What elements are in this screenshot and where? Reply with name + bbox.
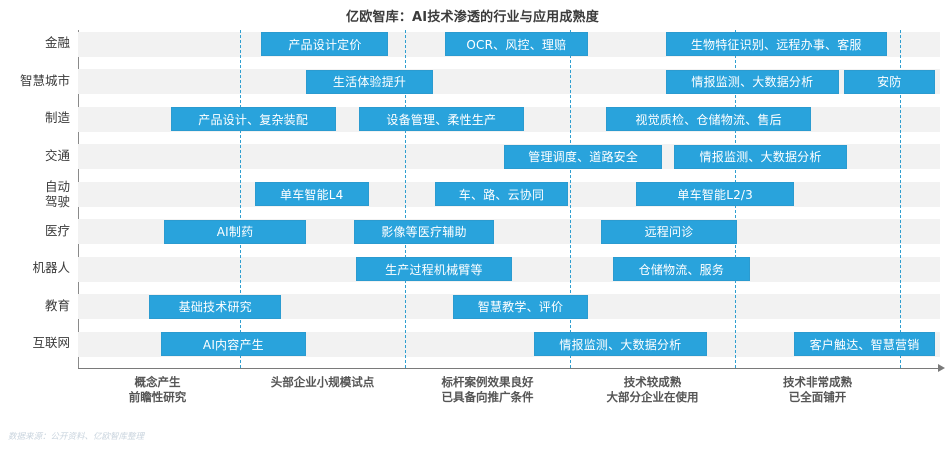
maturity-bar[interactable]: 影像等医疗辅助 <box>353 219 495 244</box>
row-label-line: 互联网 <box>32 335 70 351</box>
maturity-bar[interactable]: 车、路、云协同 <box>434 182 569 207</box>
x-axis-line <box>78 368 940 369</box>
row-label-1: 金融 <box>0 36 70 50</box>
maturity-bar[interactable]: 管理调度、道路安全 <box>504 144 663 169</box>
source-note: 数据来源：公开资料、亿欧智库整理 <box>8 432 145 442</box>
x-axis-label-line: 标杆案例效果良好 <box>441 375 534 389</box>
maturity-bar[interactable]: 远程问诊 <box>601 219 737 244</box>
gridline-stage-3 <box>570 30 571 368</box>
x-axis-stage-label-3: 标杆案例效果良好已具备向推广条件 <box>442 375 534 405</box>
row-label-line: 医疗 <box>44 222 70 238</box>
row-label-8: 教育 <box>0 297 70 313</box>
x-axis-stage-label-2: 头部企业小规模试点 <box>271 375 375 390</box>
x-axis-label-line: 技术非常成熟 <box>783 375 852 389</box>
row-label-line: 智慧城市 <box>19 72 70 88</box>
maturity-bar[interactable]: 视觉质检、仓储物流、售后 <box>606 107 811 132</box>
maturity-bar[interactable]: 基础技术研究 <box>149 294 282 319</box>
maturity-bar[interactable]: 单车智能L4 <box>254 182 369 207</box>
x-axis-label-line: 概念产生 <box>134 375 181 389</box>
row-label-3: 制造 <box>0 111 70 125</box>
maturity-bar[interactable]: 情报监测、大数据分析 <box>533 332 707 357</box>
row-label-9: 互联网 <box>0 336 70 350</box>
maturity-bar[interactable]: 产品设计、复杂装配 <box>170 107 336 132</box>
x-axis-stage-label-1: 概念产生前瞻性研究 <box>129 375 187 405</box>
maturity-bar[interactable]: 生活体验提升 <box>306 69 434 94</box>
maturity-bar[interactable]: AI内容产生 <box>160 332 306 357</box>
x-axis-label-line: 技术较成熟 <box>623 375 682 389</box>
maturity-bar[interactable]: 单车智能L2/3 <box>636 182 795 207</box>
row-label-line: 自动 <box>44 179 70 195</box>
row-label-5: 自动驾驶 <box>0 179 70 209</box>
x-axis-stage-label-4: 技术较成熟大部分企业在使用 <box>607 375 699 405</box>
x-axis-label-line: 已全面铺开 <box>788 390 847 404</box>
gridline-stage-2 <box>405 30 406 368</box>
x-axis-stage-label-5: 技术非常成熟已全面铺开 <box>783 375 852 405</box>
row-label-4: 交通 <box>0 147 70 163</box>
page-title: 亿欧智库：AI技术渗透的行业与应用成熟度 <box>346 10 599 25</box>
maturity-bar[interactable]: 安防 <box>843 69 935 94</box>
maturity-bar[interactable]: AI制药 <box>164 219 306 244</box>
maturity-bar[interactable]: 仓储物流、服务 <box>612 257 750 282</box>
gridline-stage-1 <box>240 30 241 368</box>
maturity-bar[interactable]: 情报监测、大数据分析 <box>665 69 839 94</box>
maturity-bar[interactable]: 生产过程机械臂等 <box>355 257 513 282</box>
maturity-bar[interactable]: 生物特征识别、远程办事、客服 <box>665 32 887 56</box>
row-label-line: 制造 <box>44 110 70 126</box>
maturity-bar[interactable]: 设备管理、柔性生产 <box>358 107 524 132</box>
row-label-2: 智慧城市 <box>0 72 70 88</box>
gridline-stage-5 <box>900 30 901 368</box>
row-label-line: 交通 <box>44 147 70 163</box>
maturity-bar[interactable]: 客户触达、智慧营销 <box>794 332 935 357</box>
x-axis-label-line: 大部分企业在使用 <box>606 390 699 404</box>
maturity-bar[interactable]: OCR、风控、理赔 <box>444 32 589 56</box>
row-label-line: 机器人 <box>32 260 70 276</box>
x-axis-label-line: 已具备向推广条件 <box>441 390 534 404</box>
x-axis-label-line: 头部企业小规模试点 <box>270 375 375 389</box>
x-axis-label-line: 前瞻性研究 <box>128 390 187 404</box>
maturity-bar[interactable]: 情报监测、大数据分析 <box>673 144 848 169</box>
row-label-line: 金融 <box>44 35 70 50</box>
maturity-bar[interactable]: 智慧教学、评价 <box>452 294 589 319</box>
maturity-bar[interactable]: 产品设计定价 <box>261 32 389 56</box>
row-label-6: 医疗 <box>0 222 70 238</box>
row-label-line: 驾驶 <box>44 194 70 210</box>
row-label-line: 教育 <box>44 297 70 313</box>
row-label-7: 机器人 <box>0 261 70 275</box>
x-axis-arrow-icon <box>938 364 945 372</box>
